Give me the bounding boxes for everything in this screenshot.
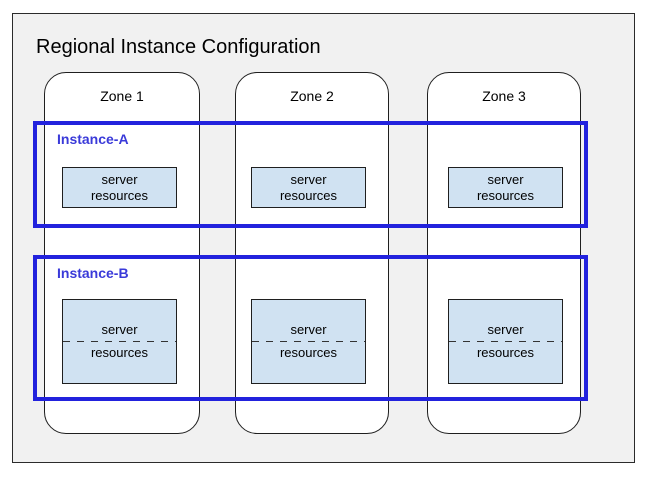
diagram-title: Regional Instance Configuration (36, 36, 321, 58)
dashed-split-divider (63, 341, 176, 342)
server-resources-label-line1: server (487, 322, 524, 337)
server-resources-label-line1: server (487, 171, 524, 187)
server-resources-label-line2: resources (90, 345, 149, 360)
server-resources-label-line1: server (101, 171, 138, 187)
dashed-split-divider (449, 341, 562, 342)
zone-2-label: Zone 2 (290, 88, 334, 104)
server-resources-label-line2: resources (279, 187, 338, 203)
instance-a-label: Instance-A (57, 131, 129, 147)
server-resources-label-line1: server (101, 322, 138, 337)
server-resources-label-line2: resources (476, 187, 535, 203)
instance-b-label: Instance-B (57, 265, 129, 281)
zone-1-label: Zone 1 (100, 88, 144, 104)
server-resources-label-line1: server (290, 322, 327, 337)
instance-b-box: Instance-B (33, 255, 588, 401)
server-resources-box-a-zone2: server resources (251, 167, 366, 208)
instance-a-box: Instance-A (33, 121, 588, 228)
zone-3-label: Zone 3 (482, 88, 526, 104)
server-resources-box-b-zone2: server resources (251, 299, 366, 384)
server-resources-label-line1: server (290, 171, 327, 187)
server-resources-box-a-zone3: server resources (448, 167, 563, 208)
dashed-split-divider (252, 341, 365, 342)
server-resources-label-line2: resources (279, 345, 338, 360)
server-resources-box-b-zone3: server resources (448, 299, 563, 384)
server-resources-box-a-zone1: server resources (62, 167, 177, 208)
server-resources-label-line2: resources (90, 187, 149, 203)
server-resources-box-b-zone1: server resources (62, 299, 177, 384)
server-resources-label-line2: resources (476, 345, 535, 360)
